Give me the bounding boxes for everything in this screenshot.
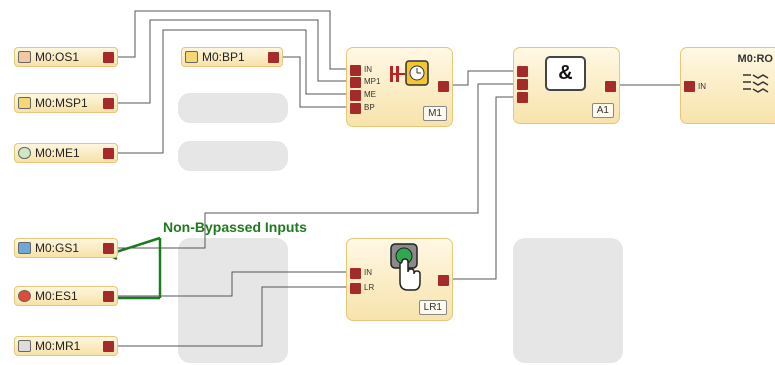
- input-label: M0:MR1: [35, 339, 81, 353]
- input-port[interactable]: [517, 92, 528, 103]
- muting-block-m1[interactable]: IN MP1 ME BP M1: [346, 47, 453, 127]
- wire: [117, 83, 516, 249]
- input-label: M0:GS1: [35, 241, 80, 255]
- empty-slot: [513, 238, 623, 363]
- wire: [117, 286, 349, 347]
- input-os1[interactable]: M0:OS1: [14, 47, 118, 67]
- input-msp1[interactable]: M0:MSP1: [14, 93, 118, 113]
- mode-selector-icon: [18, 97, 31, 109]
- bypass-key-icon: [185, 51, 198, 63]
- reset-block-lr1[interactable]: IN LR LR1: [346, 238, 453, 321]
- empty-slot: [178, 238, 288, 363]
- relay-output-icon: [743, 74, 769, 93]
- output-port[interactable]: [268, 52, 279, 63]
- input-label: M0:BP1: [202, 50, 245, 64]
- input-port[interactable]: [350, 65, 361, 76]
- mode-switch-icon: [18, 147, 31, 159]
- output-port[interactable]: [438, 81, 449, 92]
- input-label: M0:OS1: [35, 50, 80, 64]
- port-label: MP1: [364, 77, 381, 86]
- wire: [117, 19, 349, 104]
- output-port[interactable]: [103, 341, 114, 352]
- output-port[interactable]: [103, 243, 114, 254]
- output-port[interactable]: [103, 52, 114, 63]
- gate-switch-icon: [18, 242, 31, 254]
- empty-slot: [178, 141, 288, 171]
- block-tag: LR1: [418, 300, 447, 315]
- block-tag: M1: [423, 106, 447, 121]
- and-block-a1[interactable]: & A1: [513, 47, 620, 124]
- light-curtain-icon: [18, 51, 31, 63]
- wire: [117, 271, 349, 297]
- port-label: ME: [364, 90, 376, 99]
- input-port[interactable]: [350, 283, 361, 294]
- input-mr1[interactable]: M0:MR1: [14, 336, 118, 356]
- output-port[interactable]: [103, 148, 114, 159]
- output-port[interactable]: [103, 98, 114, 109]
- port-label: IN: [698, 82, 706, 91]
- wire: [117, 10, 349, 70]
- port-label: IN: [364, 268, 372, 277]
- input-es1[interactable]: M0:ES1: [14, 286, 118, 306]
- output-port[interactable]: [605, 81, 616, 92]
- input-label: M0:ES1: [35, 289, 78, 303]
- block-tag: A1: [591, 103, 614, 118]
- wire: [282, 56, 349, 108]
- output-port[interactable]: [103, 291, 114, 302]
- emergency-stop-icon: [18, 290, 31, 302]
- manual-reset-icon: [18, 340, 31, 352]
- input-port[interactable]: [684, 81, 695, 92]
- input-port[interactable]: [350, 90, 361, 101]
- and-symbol: &: [545, 56, 586, 91]
- input-gs1[interactable]: M0:GS1: [14, 238, 118, 258]
- input-bp1[interactable]: M0:BP1: [181, 47, 283, 67]
- annotation-label: Non-Bypassed Inputs: [163, 219, 307, 235]
- input-port[interactable]: [517, 79, 528, 90]
- port-label: IN: [364, 65, 372, 74]
- wire: [117, 29, 349, 154]
- muting-timer-icon: [390, 60, 429, 86]
- wire: [452, 70, 516, 86]
- port-label: BP: [364, 103, 375, 112]
- relay-output-block[interactable]: M0:RO IN: [680, 47, 775, 124]
- input-port[interactable]: [350, 103, 361, 114]
- input-me1[interactable]: M0:ME1: [14, 143, 118, 163]
- input-port[interactable]: [350, 268, 361, 279]
- output-port[interactable]: [438, 275, 449, 286]
- port-label: LR: [364, 283, 375, 292]
- reset-button-icon: [390, 243, 421, 291]
- input-label: M0:MSP1: [35, 96, 88, 110]
- input-port[interactable]: [517, 66, 528, 77]
- wire: [452, 96, 516, 280]
- output-title: M0:RO: [737, 53, 773, 65]
- empty-slot: [178, 93, 288, 123]
- input-port[interactable]: [350, 77, 361, 88]
- input-label: M0:ME1: [35, 146, 80, 160]
